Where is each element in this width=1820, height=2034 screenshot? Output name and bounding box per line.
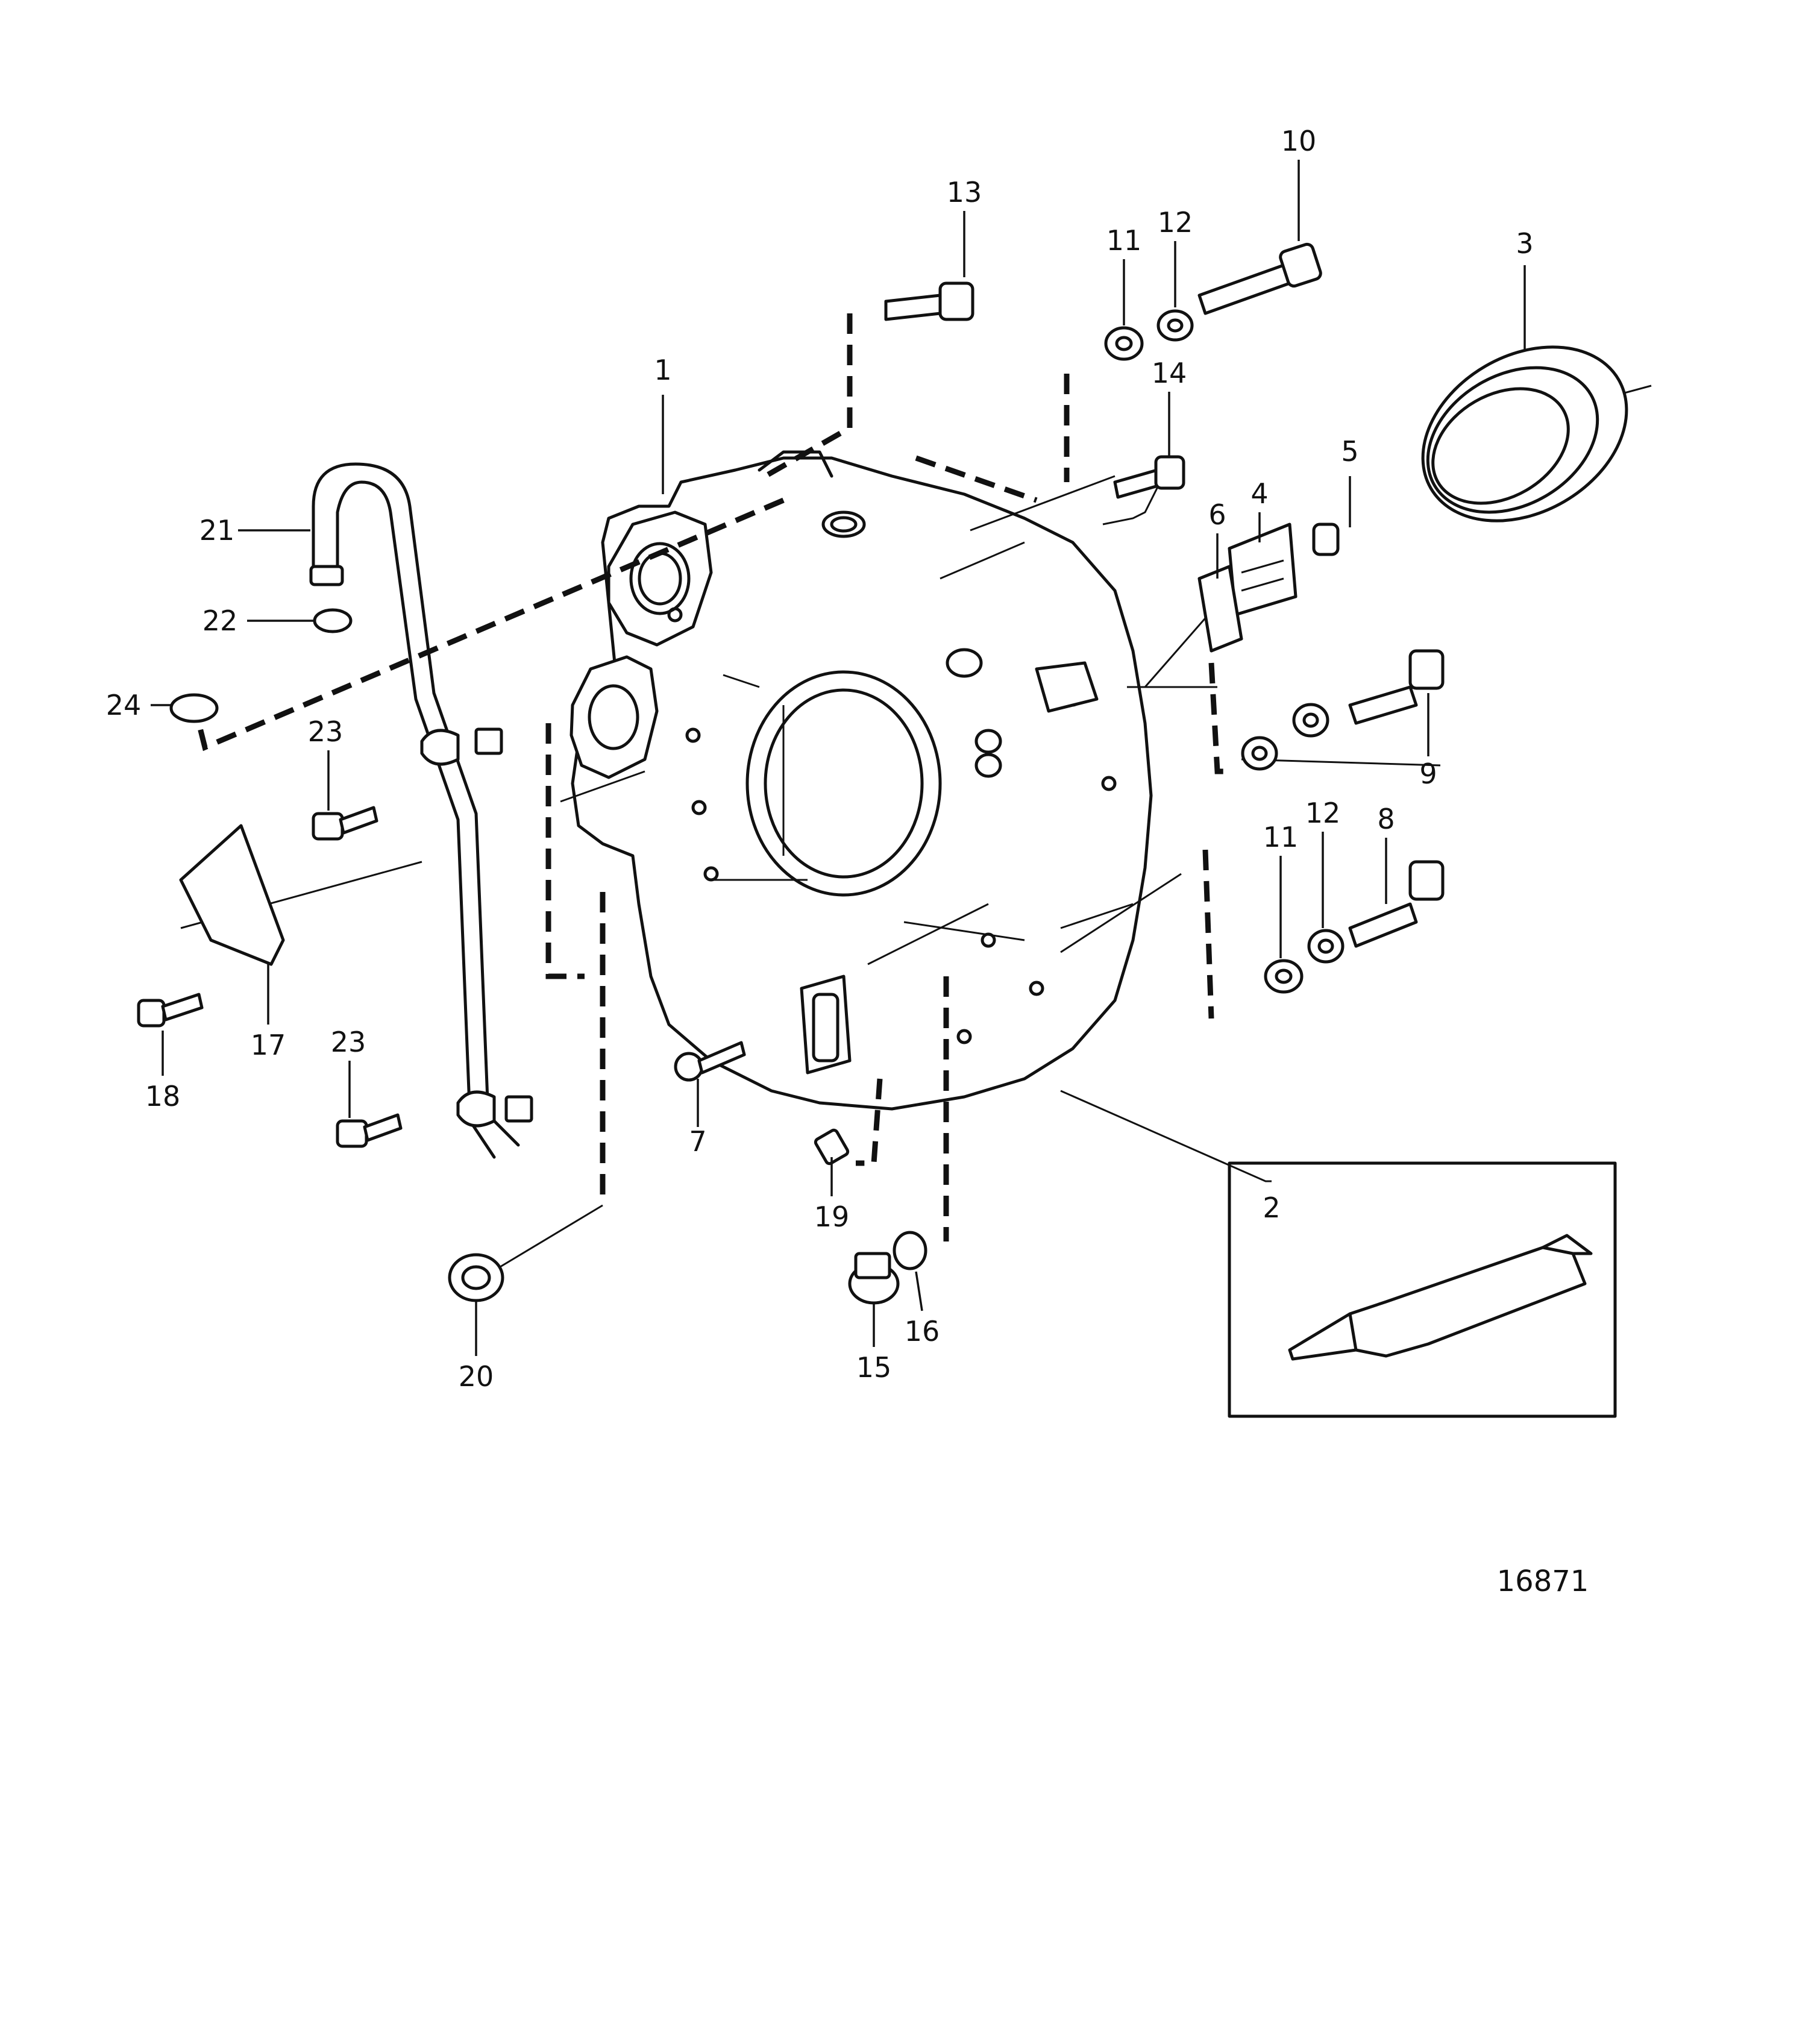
callout-10: 10 [1281,125,1317,157]
callout-6: 6 [1208,498,1226,531]
callout-11-bottom: 11 [1263,821,1299,853]
oil-seal [1421,345,1628,523]
callout-12-top: 12 [1158,206,1193,239]
callout-7: 7 [689,1125,706,1158]
assembly-dashes [196,313,1229,1241]
callout-4: 4 [1250,477,1268,510]
callout-21: 21 [199,514,235,547]
callout-14: 14 [1152,357,1187,389]
callout-5: 5 [1341,435,1358,468]
fasteners [137,242,1445,1305]
callout-13: 13 [947,176,982,209]
callout-12-bottom: 12 [1305,797,1341,829]
flywheel-housing [570,450,1153,1111]
callout-2: 2 [1263,1191,1280,1224]
callout-24: 24 [106,689,142,721]
callout-3: 3 [1516,227,1533,260]
callout-labels: 1 2 3 4 5 6 7 8 9 10 11 11 12 12 13 14 1… [106,125,1589,1598]
callout-9: 9 [1419,758,1437,790]
callout-leaders [151,160,1526,1356]
figure-number: 16871 [1497,1565,1589,1598]
callout-22: 22 [202,604,238,637]
callout-16: 16 [905,1315,940,1348]
callout-19: 19 [814,1201,850,1233]
callout-1: 1 [654,354,671,386]
callout-23-top: 23 [308,715,344,748]
dipstick-tube [309,462,533,1159]
callout-8: 8 [1377,803,1395,835]
callout-18: 18 [145,1080,181,1113]
callout-15: 15 [856,1351,892,1384]
callout-20: 20 [459,1360,494,1393]
callout-23-bottom: 23 [331,1026,366,1058]
sealant-box [1228,1161,1617,1418]
callout-17: 17 [251,1029,286,1061]
callout-11-top: 11 [1106,224,1142,257]
